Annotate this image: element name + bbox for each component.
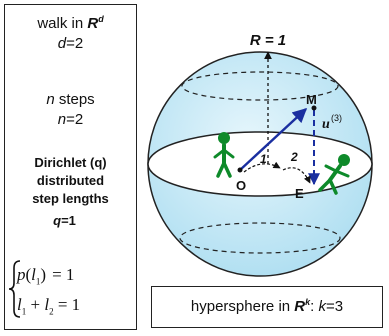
steps-var: n: [46, 91, 55, 108]
eq2-sub1: 1: [21, 306, 27, 317]
eq2-l1: l: [17, 295, 22, 314]
dim-val: =2: [66, 35, 84, 52]
step-2-path: [282, 167, 311, 184]
dimension-text: d=2: [5, 35, 136, 52]
caption-k-var: k: [318, 298, 327, 315]
steps-word: steps: [54, 91, 95, 108]
hypersphere-caption-box: hypersphere in Rk: k=3: [151, 286, 383, 328]
e-label: E: [295, 186, 304, 201]
step-1-label: 1: [260, 152, 267, 166]
origin-point: [237, 167, 243, 173]
walk-prefix: walk in: [37, 15, 88, 32]
dim-var: d: [57, 35, 67, 52]
caption-suffix: :: [310, 298, 319, 315]
eq1-l: l: [31, 265, 36, 284]
step-1-path: [243, 161, 281, 173]
n-value-text: n=2: [5, 111, 136, 128]
dirichlet-line-3: step lengths: [32, 191, 109, 206]
walk-space: R: [87, 15, 99, 32]
eq2-rhs: = 1: [53, 295, 81, 314]
walk-space-text: walk in Rd: [5, 14, 136, 33]
eq1-sub: 1: [35, 276, 41, 287]
q-var: q: [53, 213, 62, 228]
walker-standing-icon: [213, 132, 235, 178]
sum-equation: l1 + l2 = 1: [17, 295, 81, 317]
lower-latitude: [179, 222, 341, 254]
n-val: =2: [66, 111, 84, 128]
vector-u-label: u: [322, 117, 330, 132]
description-panel: walk in Rd d=2 n steps n=2 Dirichlet (q)…: [4, 4, 137, 330]
steps-text: n steps: [5, 91, 136, 108]
probability-equation: p(l1)= 1: [17, 265, 75, 287]
eq2-plus: +: [26, 295, 45, 314]
caption-space-sup: k: [305, 297, 311, 307]
step-2-label: 2: [290, 150, 298, 164]
walk-space-sup: d: [98, 14, 104, 24]
radius-label: R = 1: [250, 32, 286, 49]
dirichlet-line-2: distributed: [36, 173, 105, 188]
caption-prefix: hypersphere in: [190, 298, 295, 315]
q-value-text: q=1: [0, 213, 130, 228]
sphere-diagram: R = 1 O M E 1 2 u (3): [147, 32, 373, 277]
hypersphere-caption: hypersphere in Rk: k=3: [152, 297, 382, 316]
eq2-sub2: 2: [49, 306, 54, 317]
walker-walking-icon: [318, 154, 350, 195]
eq2-l2: l: [44, 295, 50, 314]
equation-brace: [8, 260, 21, 318]
vector-u-arrow: [239, 108, 308, 171]
eq1-p: p: [17, 265, 26, 284]
eq1-rhs: = 1: [52, 265, 75, 284]
vector-u-sup: (3): [331, 113, 342, 123]
n-var: n: [57, 111, 67, 128]
origin-label: O: [236, 178, 246, 193]
caption-k-val: =3: [326, 298, 344, 315]
caption-space: R: [294, 298, 306, 315]
upper-latitude: [181, 71, 339, 101]
m-point: [311, 105, 317, 111]
m-label: M: [306, 92, 317, 107]
dirichlet-line-1: Dirichlet (q): [34, 155, 107, 170]
q-val: =1: [61, 213, 76, 228]
